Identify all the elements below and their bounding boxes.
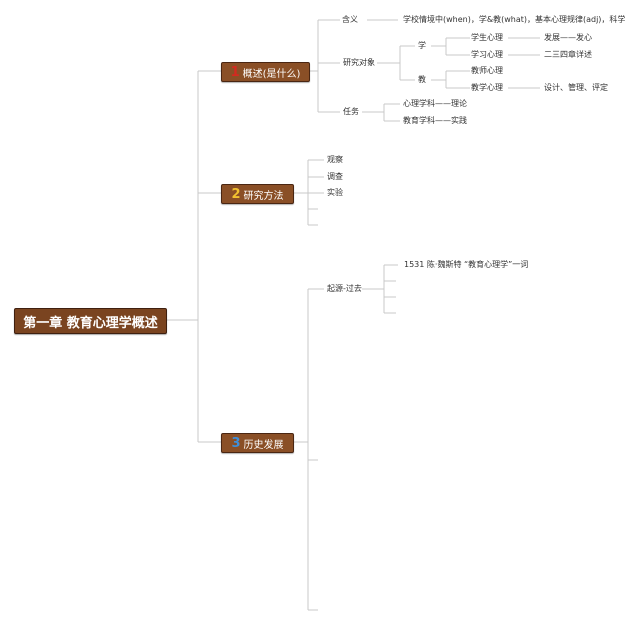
node-design[interactable]: 设计、管理、评定	[544, 83, 608, 92]
root-node-label: 第一章 教育心理学概述	[23, 315, 158, 331]
branch-overview-label: 概述(是什么)	[242, 68, 301, 80]
node-instruction-psychology[interactable]: 教学心理	[471, 83, 503, 92]
node-teacher-psychology[interactable]: 教师心理	[471, 66, 503, 75]
node-definition-text[interactable]: 学校情境中(when)，学&教(what)，基本心理规律(adj)，科学	[403, 15, 626, 24]
node-chapters[interactable]: 二三四章详述	[544, 50, 592, 59]
branch-overview[interactable]: 1 概述(是什么)	[221, 62, 310, 82]
branch-history-number: 3	[231, 435, 241, 451]
root-node[interactable]: 第一章 教育心理学概述	[14, 308, 167, 334]
branch-history-label: 历史发展	[243, 439, 284, 451]
node-origin[interactable]: 起源-过去	[327, 284, 362, 293]
node-survey[interactable]: 调查	[327, 172, 343, 181]
node-experiment[interactable]: 实验	[327, 188, 343, 197]
node-education-discipline[interactable]: 教育学科——实践	[403, 116, 467, 125]
branch-history[interactable]: 3 历史发展	[221, 433, 294, 453]
node-learning-psychology[interactable]: 学习心理	[471, 50, 503, 59]
node-definition[interactable]: 含义	[342, 15, 358, 24]
node-teaching[interactable]: 教	[418, 75, 426, 84]
branch-overview-number: 1	[230, 64, 240, 80]
branch-methods-label: 研究方法	[243, 190, 284, 202]
node-development[interactable]: 发展——发心	[544, 33, 592, 42]
node-observation[interactable]: 观察	[327, 155, 343, 164]
node-psychology-discipline[interactable]: 心理学科——理论	[403, 99, 467, 108]
branch-methods[interactable]: 2 研究方法	[221, 184, 294, 204]
node-research-object[interactable]: 研究对象	[343, 58, 375, 67]
node-learning[interactable]: 学	[418, 41, 426, 50]
branch-methods-number: 2	[231, 186, 241, 202]
node-origin-item[interactable]: 1531 陈·魏斯特 “教育心理学”一词	[404, 260, 529, 269]
node-tasks[interactable]: 任务	[343, 107, 359, 116]
node-student-psychology[interactable]: 学生心理	[471, 33, 503, 42]
